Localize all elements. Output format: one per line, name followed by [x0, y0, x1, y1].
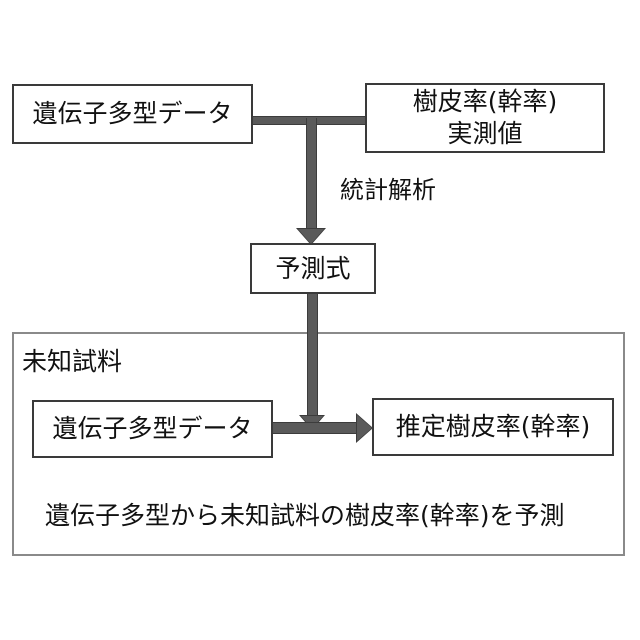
node-bark-rate-observed: 樹皮率(幹率) 実測値 [365, 83, 605, 153]
node-genotype-data-top: 遺伝子多型データ [12, 84, 253, 144]
node-genotype-data-top-label: 遺伝子多型データ [32, 99, 233, 128]
label-unknown-sample: 未知試料 [22, 347, 123, 376]
connector-formula-to-estimate-shaft [307, 293, 318, 421]
connector-stat-analysis-arrowhead [298, 229, 324, 244]
node-bark-rate-observed-line2: 実測値 [447, 119, 523, 148]
label-summary-text: 遺伝子多型から未知試料の樹皮率(幹率)を予測 [45, 501, 565, 530]
node-bark-rate-observed-line1: 樹皮率(幹率) [412, 87, 558, 116]
label-statistical-analysis: 統計解析 [340, 176, 436, 204]
node-estimated-bark-rate-label: 推定樹皮率(幹率) [395, 412, 591, 441]
node-prediction-formula: 予測式 [250, 243, 376, 294]
node-genotype-data-lower: 遺伝子多型データ [32, 400, 273, 458]
connector-genotype-to-estimate-arrowhead [357, 415, 372, 441]
node-prediction-formula-label: 予測式 [275, 253, 351, 283]
node-genotype-data-lower-label: 遺伝子多型データ [52, 414, 253, 443]
connector-genotype-to-estimate-shaft [270, 422, 360, 434]
connector-stat-analysis-shaft [306, 118, 317, 234]
node-estimated-bark-rate: 推定樹皮率(幹率) [372, 398, 614, 456]
